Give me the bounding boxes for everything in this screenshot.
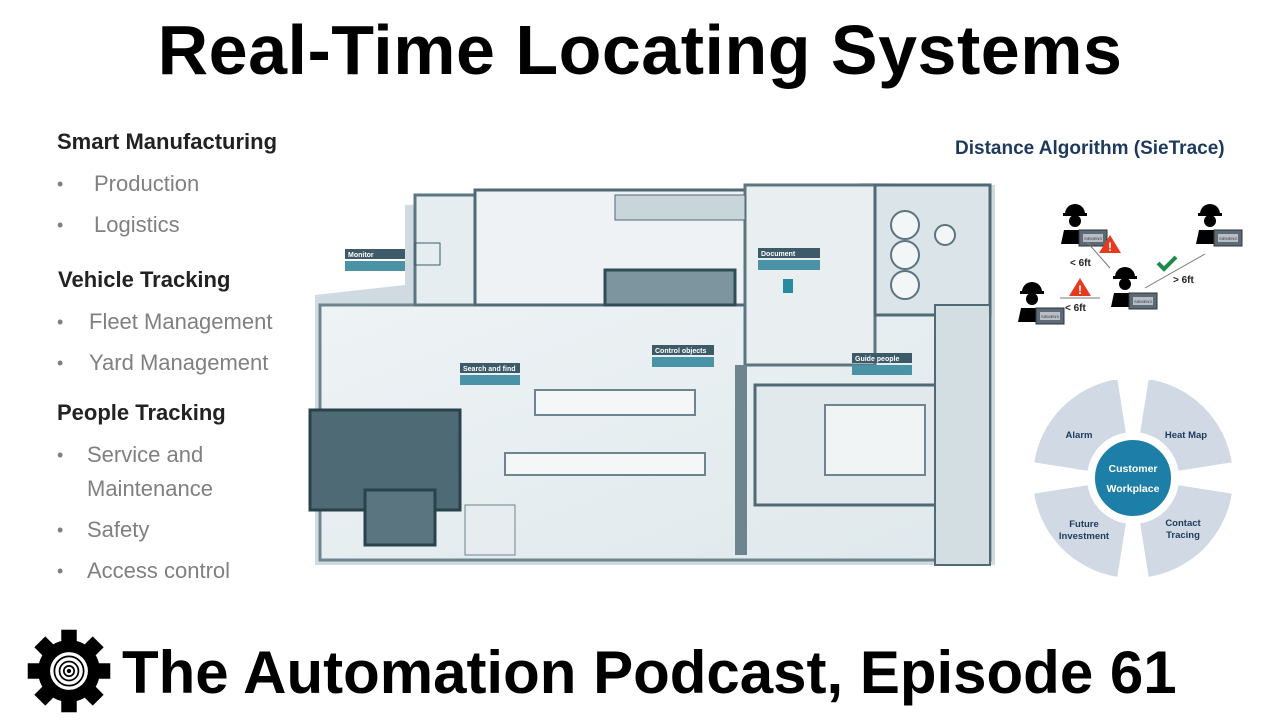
list-item: Yard Management xyxy=(89,350,269,375)
warning-icon: ! xyxy=(1099,235,1121,254)
bullet-icon: • xyxy=(57,445,64,465)
bullet-icon: • xyxy=(57,312,64,332)
floor-label-guide-people: Guide people xyxy=(855,356,899,363)
list-item: Fleet Management xyxy=(89,309,273,334)
section-heading: Smart Manufacturing xyxy=(57,129,278,154)
wheel-segment-label: Alarm xyxy=(1066,430,1093,441)
svg-text:!: ! xyxy=(1078,283,1082,297)
wheel-segment xyxy=(1140,380,1232,471)
worker-icon: SIEMENS xyxy=(1061,204,1108,247)
floor-label-monitor: Monitor xyxy=(348,252,374,259)
floor-label-document: Document xyxy=(761,251,796,258)
list-item: Safety xyxy=(87,517,150,542)
wheel-segment xyxy=(1140,485,1232,577)
wheel-center-label: Workplace xyxy=(1107,483,1160,495)
bullet-icon: • xyxy=(57,174,64,194)
section-heading: People Tracking xyxy=(57,400,226,425)
floor-label-control-objects: Control objects xyxy=(655,348,706,355)
check-icon xyxy=(1156,255,1178,272)
worker-icon: SIEMENS xyxy=(1018,282,1065,325)
distance-label: > 6ft xyxy=(1173,275,1195,286)
bullet-icon: • xyxy=(57,520,64,540)
page-title: Real-Time Locating Systems xyxy=(157,11,1123,89)
svg-text:SIEMENS: SIEMENS xyxy=(1219,236,1237,241)
distance-algorithm-title: Distance Algorithm (SieTrace) xyxy=(955,138,1225,159)
list-item: Production xyxy=(94,171,200,196)
warning-icon: ! xyxy=(1069,278,1091,297)
wheel-segment xyxy=(1034,485,1126,577)
svg-text:SIEMENS: SIEMENS xyxy=(1084,236,1102,241)
worker-icon: SIEMENS xyxy=(1111,267,1158,310)
wheel-center-label: Customer xyxy=(1108,463,1157,475)
list-item: Service and Maintenance xyxy=(87,442,213,501)
bullet-icon: • xyxy=(57,353,64,373)
wheel-segment xyxy=(1034,380,1126,471)
section-heading: Vehicle Tracking xyxy=(58,267,231,292)
list-item: Logistics xyxy=(94,212,180,237)
floor-label-search-and-find: Search and find xyxy=(463,366,516,373)
svg-text:SIEMENS: SIEMENS xyxy=(1134,299,1152,304)
wheel-center xyxy=(1091,436,1175,520)
wheel-segment-label: Heat Map xyxy=(1165,430,1207,441)
distance-label: < 6ft xyxy=(1065,303,1087,314)
distance-diagram: SIEMENS SIEMENS SIEMENS SIEMENS ! ! < 6f… xyxy=(1018,204,1243,325)
distance-label: < 6ft xyxy=(1070,258,1092,269)
gear-signal-icon xyxy=(27,629,111,713)
svg-text:SIEMENS: SIEMENS xyxy=(1041,314,1059,319)
factory-floor-plan: Monitor Document Search and find Control… xyxy=(308,183,995,566)
footer-title: The Automation Podcast, Episode 61 xyxy=(122,639,1177,706)
bullet-icon: • xyxy=(57,215,64,235)
bullet-icon: • xyxy=(57,561,64,581)
svg-text:!: ! xyxy=(1108,240,1112,254)
rtls-benefits-wheel: Customer Workplace Alarm Heat Map Contac… xyxy=(1034,380,1232,577)
list-item: Access control xyxy=(87,558,231,583)
worker-icon: SIEMENS xyxy=(1196,204,1243,247)
